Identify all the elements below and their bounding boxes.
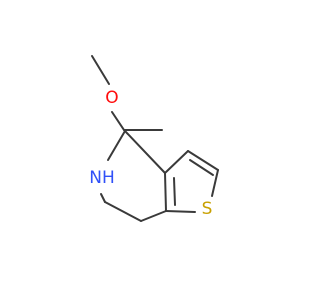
bond-c7-c7a <box>140 210 167 222</box>
molecule-structure: O NH S <box>84 55 219 222</box>
atom-label-nitrogen: NH <box>89 168 115 188</box>
bond-c3a-c7a-inner <box>173 177 176 206</box>
bond-o-ch2 <box>111 111 125 131</box>
bond-c3a-c3 <box>164 150 189 174</box>
bond-c3-c2-inner <box>189 159 214 176</box>
atom-label-sulfur: S <box>202 199 213 219</box>
bond-c6-c7 <box>104 201 142 222</box>
atom-label-oxygen: O <box>105 88 118 108</box>
bond-c2-s <box>211 169 219 197</box>
molecule-canvas: O NH S <box>84 55 219 222</box>
bond-c4-c3a <box>124 130 166 174</box>
atom-bg-s <box>196 198 218 220</box>
bond-c3a-c7a <box>164 172 167 212</box>
atom-bg-o <box>101 87 123 109</box>
bond-c4-n5 <box>107 130 126 161</box>
bond-c3-c2 <box>187 150 219 171</box>
bond-methyl-o <box>91 55 110 85</box>
bond-n5-c6 <box>100 193 106 203</box>
bond-s-c7a <box>165 210 196 213</box>
atom-bg-n <box>84 165 120 191</box>
